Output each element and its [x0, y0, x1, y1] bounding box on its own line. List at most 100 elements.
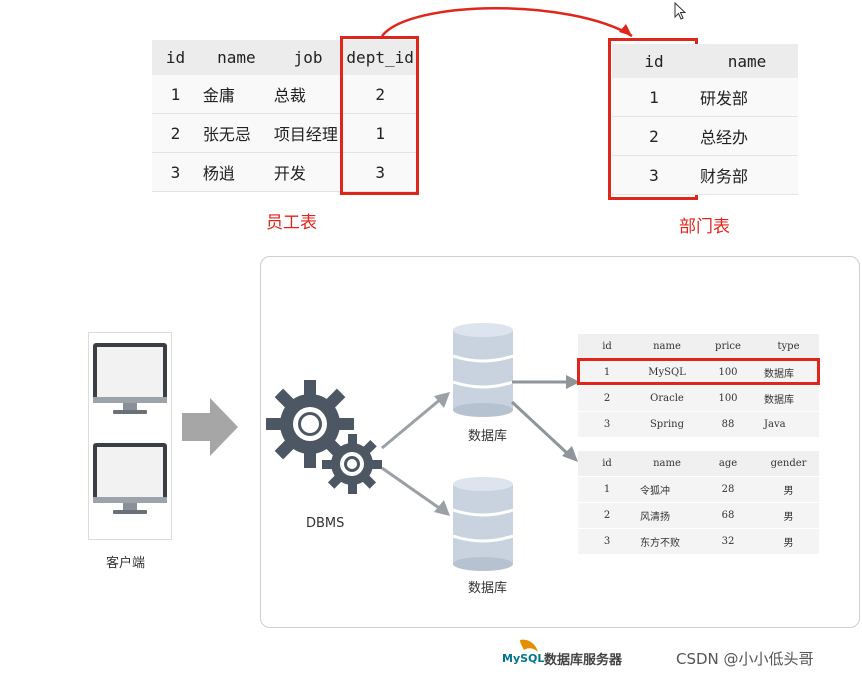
- employee-table-header: id name job dept_id: [152, 40, 418, 75]
- col-header-price: price: [698, 334, 758, 360]
- cell-price: 88: [698, 411, 758, 438]
- table-row: 3 东方不败 32 男: [578, 528, 819, 555]
- monitor-icons: [93, 343, 167, 514]
- foreign-key-arrow: [381, 7, 633, 38]
- cell-name: 风清扬: [636, 502, 698, 529]
- table-row: 2 总经办: [612, 116, 798, 156]
- col-header-age: age: [698, 451, 758, 477]
- dbms-label: DBMS: [306, 516, 345, 531]
- cell-id: 3: [152, 152, 199, 192]
- table-row: 2 张无忌 项目经理 1: [152, 113, 418, 153]
- cell-name: Spring: [636, 411, 698, 438]
- employee-table: id name job dept_id 1 金庸 总裁 2 2 张无忌 项目经理…: [152, 40, 418, 192]
- table-row: 2 Oracle 100 数据库: [578, 385, 819, 412]
- cell-age: 32: [698, 528, 758, 555]
- monitor-icon: [93, 443, 167, 514]
- cell-gender: 男: [758, 502, 819, 529]
- cell-name: 总经办: [695, 116, 798, 156]
- product-table-header: id name price type: [578, 334, 819, 360]
- col-header-id: id: [152, 40, 199, 75]
- cell-name: 张无忌: [198, 113, 270, 153]
- user-table-header: id name age gender: [578, 451, 819, 477]
- dept-id-highlight-box: [340, 36, 419, 195]
- cell-name: Oracle: [636, 385, 698, 412]
- cell-id: 2: [152, 113, 199, 153]
- db-to-table-arrows: [510, 375, 580, 462]
- col-header-job: job: [269, 40, 343, 75]
- cell-name: 金庸: [198, 75, 270, 114]
- col-header-gender: gender: [758, 451, 819, 477]
- col-header-id: id: [578, 334, 636, 360]
- monitor-icon: [93, 343, 167, 414]
- database-label: 数据库: [468, 429, 508, 444]
- mouse-cursor-icon: [674, 2, 687, 20]
- cell-id: 3: [578, 411, 636, 438]
- cell-id: 2: [578, 385, 636, 412]
- mysql-logo-text: MySQL: [502, 652, 545, 665]
- table-row: 1 研发部: [612, 78, 798, 117]
- cell-job: 项目经理: [269, 113, 343, 153]
- col-header-type: type: [758, 334, 819, 360]
- request-arrow-icon: [182, 398, 238, 456]
- table-row: 3 财务部: [612, 155, 798, 195]
- mysql-logo: MySQL: [502, 636, 544, 670]
- employee-table-caption: 员工表: [266, 213, 317, 233]
- col-header-name: name: [636, 451, 698, 477]
- dolphin-icon: [520, 639, 538, 652]
- user-table: id name age gender 1 令狐冲 28 男 2 风清扬 68 男…: [578, 451, 819, 555]
- cell-name: 令狐冲: [636, 476, 698, 503]
- watermark: CSDN @小小低头哥: [676, 650, 814, 668]
- cell-price: 100: [698, 359, 758, 386]
- cell-id: 1: [578, 476, 636, 503]
- cell-dept-id: 1: [342, 113, 418, 153]
- department-table: id name 1 研发部 2 总经办 3 财务部: [612, 44, 798, 195]
- cell-type: Java: [758, 411, 819, 438]
- cell-name: 东方不败: [636, 528, 698, 555]
- cell-job: 开发: [269, 152, 343, 192]
- cell-job: 总裁: [269, 75, 343, 114]
- cell-dept-id: 2: [342, 75, 418, 114]
- dbms-to-db-arrows: [381, 392, 450, 516]
- col-header-name: name: [198, 40, 270, 75]
- cell-name: 杨逍: [198, 152, 270, 192]
- cell-age: 68: [698, 502, 758, 529]
- cell-id: 1: [152, 75, 199, 114]
- department-table-caption: 部门表: [679, 217, 730, 237]
- product-row-highlight-box: [577, 358, 820, 385]
- client-box: [88, 332, 172, 540]
- client-label: 客户端: [106, 556, 146, 571]
- col-header-dept-id: dept_id: [342, 40, 418, 75]
- col-header-name: name: [636, 334, 698, 360]
- gears-icon: [266, 380, 382, 494]
- table-row: 3 杨逍 开发 3: [152, 152, 418, 192]
- cell-gender: 男: [758, 528, 819, 555]
- database-icon: [452, 477, 514, 571]
- cell-id: 1: [612, 78, 696, 117]
- cell-price: 100: [698, 385, 758, 412]
- product-table: id name price type 1 MySQL 100 数据库 2 Ora…: [578, 334, 819, 438]
- table-row: 3 Spring 88 Java: [578, 411, 819, 438]
- table-row: 1 令狐冲 28 男: [578, 476, 819, 503]
- database-icon: [452, 323, 514, 417]
- cell-name: 财务部: [695, 155, 798, 195]
- col-header-id: id: [612, 44, 696, 78]
- cell-id: 1: [578, 359, 636, 386]
- database-server-frame: [260, 256, 860, 628]
- cell-gender: 男: [758, 476, 819, 503]
- cell-id: 3: [612, 155, 696, 195]
- cell-id: 3: [578, 528, 636, 555]
- cell-dept-id: 3: [342, 152, 418, 192]
- cell-type: 数据库: [758, 359, 819, 386]
- col-header-name: name: [695, 44, 798, 78]
- table-row: 1 MySQL 100 数据库: [578, 359, 819, 386]
- cell-type: 数据库: [758, 385, 819, 412]
- cell-name: 研发部: [695, 78, 798, 117]
- cell-name: MySQL: [636, 359, 698, 386]
- department-table-header: id name: [612, 44, 798, 78]
- table-row: 2 风清扬 68 男: [578, 502, 819, 529]
- cell-age: 28: [698, 476, 758, 503]
- cell-id: 2: [612, 116, 696, 156]
- table-row: 1 金庸 总裁 2: [152, 75, 418, 114]
- database-label: 数据库: [468, 581, 508, 596]
- server-label: 数据库服务器: [544, 653, 623, 668]
